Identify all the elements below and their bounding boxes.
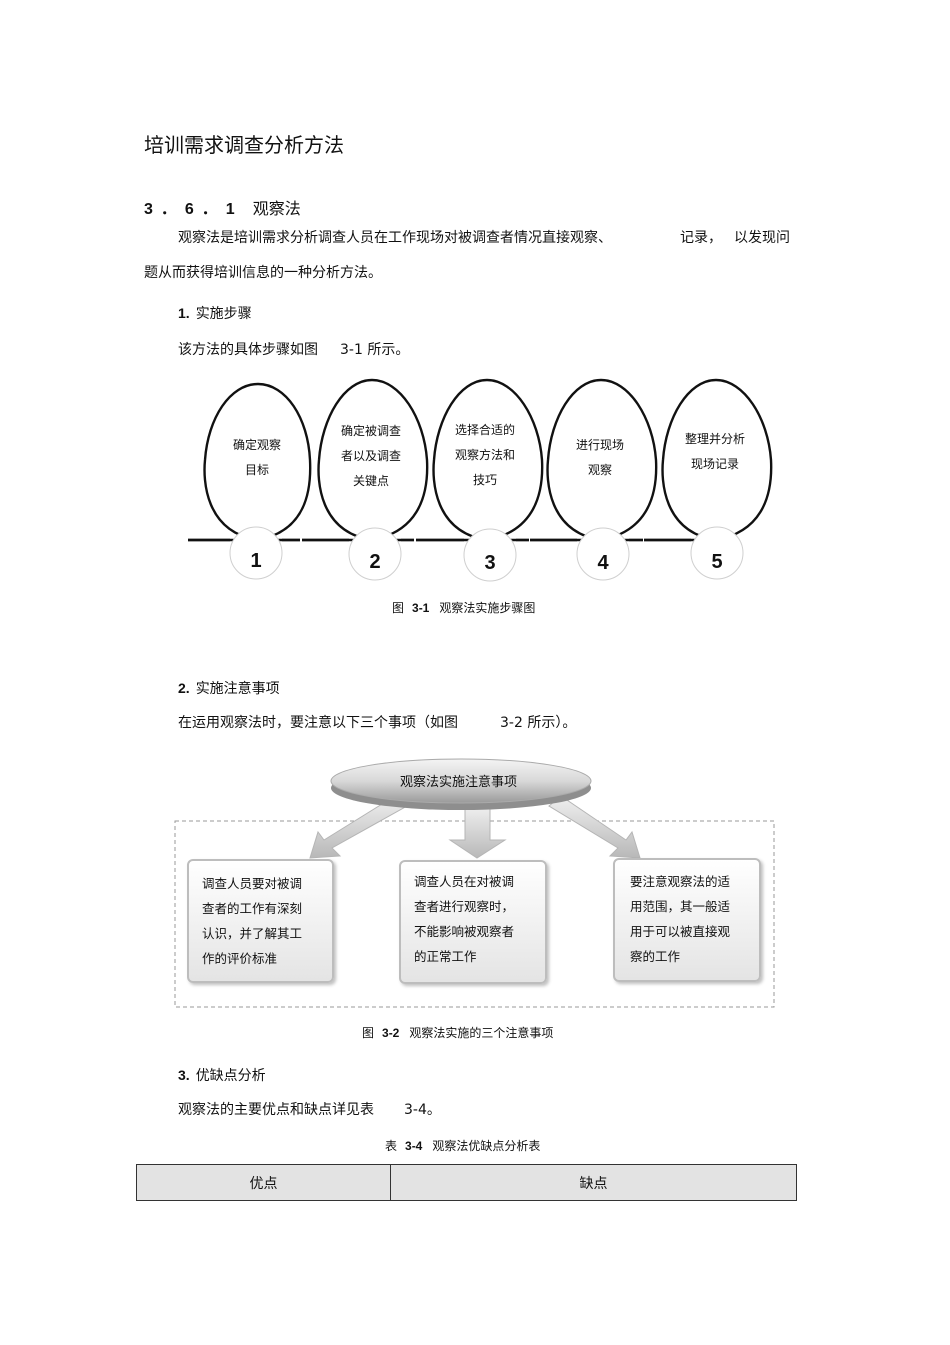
subheading-pros-cons: 3. 优缺点分析 (178, 1065, 266, 1085)
step-label-1-line1: 确定观察 (232, 438, 281, 452)
step-loop-4 (530, 378, 658, 542)
table-header-pros: 优点 (136, 1164, 391, 1201)
step-label-4-line2: 观察 (587, 463, 612, 477)
caption-number: 3-4 (405, 1139, 423, 1153)
figure-caption-2: 图 3-2 观察法实施的三个注意事项 (362, 1024, 553, 1041)
step-label-3-line2: 观察方法和 (454, 448, 515, 462)
step-badge-3 (463, 528, 517, 582)
caption-number: 3-1 (412, 601, 430, 615)
step-label-2-line3: 关键点 (352, 474, 389, 488)
step-label-5-line1: 整理并分析 (684, 432, 745, 446)
intro-text-b: 记录， (680, 230, 722, 246)
step-number-2: 2 (369, 551, 381, 573)
intro-line-2: 题从而获得培训信息的一种分析方法。 (144, 265, 382, 281)
step-label-3: 选择合适的 观察方法和 技巧 (435, 418, 535, 493)
step-label-3-line1: 选择合适的 (454, 423, 515, 437)
pros-cons-intro-b: 3-4。 (404, 1102, 441, 1118)
note-text-1: 调查人员要对被调查者的工作有深刻认识，并了解其工作的评价标准 (202, 876, 303, 966)
intro-text-c: 以发现问 (734, 230, 790, 246)
step-badge-1 (229, 526, 283, 580)
caption-prefix: 图 (362, 1026, 375, 1040)
notes-disc-label: 观察法实施注意事项 (400, 775, 518, 790)
step-label-3-line3: 技巧 (472, 473, 497, 487)
section-number: 3．6．1 (144, 201, 243, 218)
figure-steps: 确定观察 目标 确定被调查 者以及调查 关键点 选择合适的 观察方法和 技巧 进… (0, 0, 950, 620)
steps-intro-b: 3-1 所示。 (340, 342, 410, 358)
step-badge-5 (690, 526, 744, 580)
caption-text: 观察法实施步骤图 (439, 601, 536, 615)
pros-cons-intro: 观察法的主要优点和缺点详见表 3-4。 (178, 1099, 441, 1119)
note-text-3: 要注意观察法的适用范围，其一般适用于可以被直接观察的工作 (630, 874, 731, 964)
step-label-2-line1: 确定被调查 (340, 424, 401, 438)
pros-cons-table: 优点 缺点 (136, 1164, 797, 1201)
intro-line-1: 观察法是培训需求分析调查人员在工作现场对被调查者情况直接观察、 记录， 以发现问 (178, 227, 790, 247)
notes-intro-a: 在运用观察法时，要注意以下三个事项（如图 (178, 715, 458, 731)
subheading-number: 1. (178, 305, 190, 321)
note-box-3 (613, 858, 761, 982)
note-text-2: 调查人员在对被调查者进行观察时，不能影响被观察者的正常工作 (414, 874, 515, 964)
step-label-2: 确定被调查 者以及调查 关键点 (321, 419, 421, 494)
notes-disc (330, 758, 592, 804)
subheading-steps: 1. 实施步骤 (178, 303, 252, 323)
caption-prefix: 图 (392, 601, 405, 615)
figure-caption-1: 图 3-1 观察法实施步骤图 (392, 599, 535, 616)
notes-dashed-frame (174, 820, 775, 1008)
subheading-text: 优缺点分析 (195, 1068, 266, 1084)
notes-diagram (174, 758, 775, 1008)
arrow-left (309, 795, 408, 859)
subheading-notes: 2. 实施注意事项 (178, 678, 280, 698)
step-label-4: 进行现场 观察 (550, 433, 650, 483)
step-loop-1 (188, 382, 312, 542)
table-header-cons: 缺点 (390, 1164, 797, 1201)
figure-notes: 观察法实施注意事项 调查人员要对被调查者的工作有深刻认识，并了解其工作的评价标准… (174, 758, 775, 1008)
caption-text: 观察法实施的三个注意事项 (409, 1026, 554, 1040)
steps-diagram (188, 378, 773, 582)
step-loop-5 (644, 378, 773, 542)
subheading-number: 3. (178, 1067, 190, 1083)
table-caption: 表 3-4 观察法优缺点分析表 (385, 1137, 540, 1154)
pros-cons-intro-a: 观察法的主要优点和缺点详见表 (178, 1102, 374, 1118)
caption-number: 3-2 (382, 1026, 400, 1040)
step-number-3: 3 (484, 552, 496, 574)
subheading-text: 实施注意事项 (195, 681, 280, 697)
caption-prefix: 表 (385, 1139, 398, 1153)
section-heading: 3．6．1 观察法 (144, 195, 301, 219)
step-badge-2 (348, 527, 402, 581)
step-label-5-line2: 现场记录 (690, 457, 739, 471)
step-label-2-line2: 者以及调查 (340, 449, 401, 463)
subheading-number: 2. (178, 680, 190, 696)
step-label-5: 整理并分析 现场记录 (665, 427, 765, 477)
caption-text: 观察法优缺点分析表 (432, 1139, 541, 1153)
note-box-2 (399, 860, 547, 984)
step-number-5: 5 (711, 551, 723, 573)
notes-intro-b: 3-2 所示）。 (500, 715, 577, 731)
section-title: 观察法 (252, 199, 301, 218)
steps-intro: 该方法的具体步骤如图 3-1 所示。 (178, 339, 409, 359)
steps-intro-a: 该方法的具体步骤如图 (178, 342, 318, 358)
step-label-1-line2: 目标 (244, 463, 269, 477)
step-loop-2 (302, 378, 429, 542)
table-header-row: 优点 缺点 (136, 1164, 797, 1201)
step-number-4: 4 (597, 552, 609, 574)
step-badge-4 (576, 527, 630, 581)
step-label-1: 确定观察 目标 (207, 433, 307, 483)
step-loop-3 (416, 378, 544, 542)
step-label-4-line1: 进行现场 (575, 438, 624, 452)
page-title: 培训需求调查分析方法 (144, 133, 344, 157)
arrow-right (548, 795, 641, 859)
step-number-1: 1 (250, 550, 262, 572)
subheading-text: 实施步骤 (195, 306, 252, 322)
arrow-middle (448, 805, 507, 859)
note-box-1 (187, 859, 334, 983)
intro-text-a: 观察法是培训需求分析调查人员在工作现场对被调查者情况直接观察、 (178, 230, 612, 246)
notes-intro: 在运用观察法时，要注意以下三个事项（如图 3-2 所示）。 (178, 712, 576, 732)
